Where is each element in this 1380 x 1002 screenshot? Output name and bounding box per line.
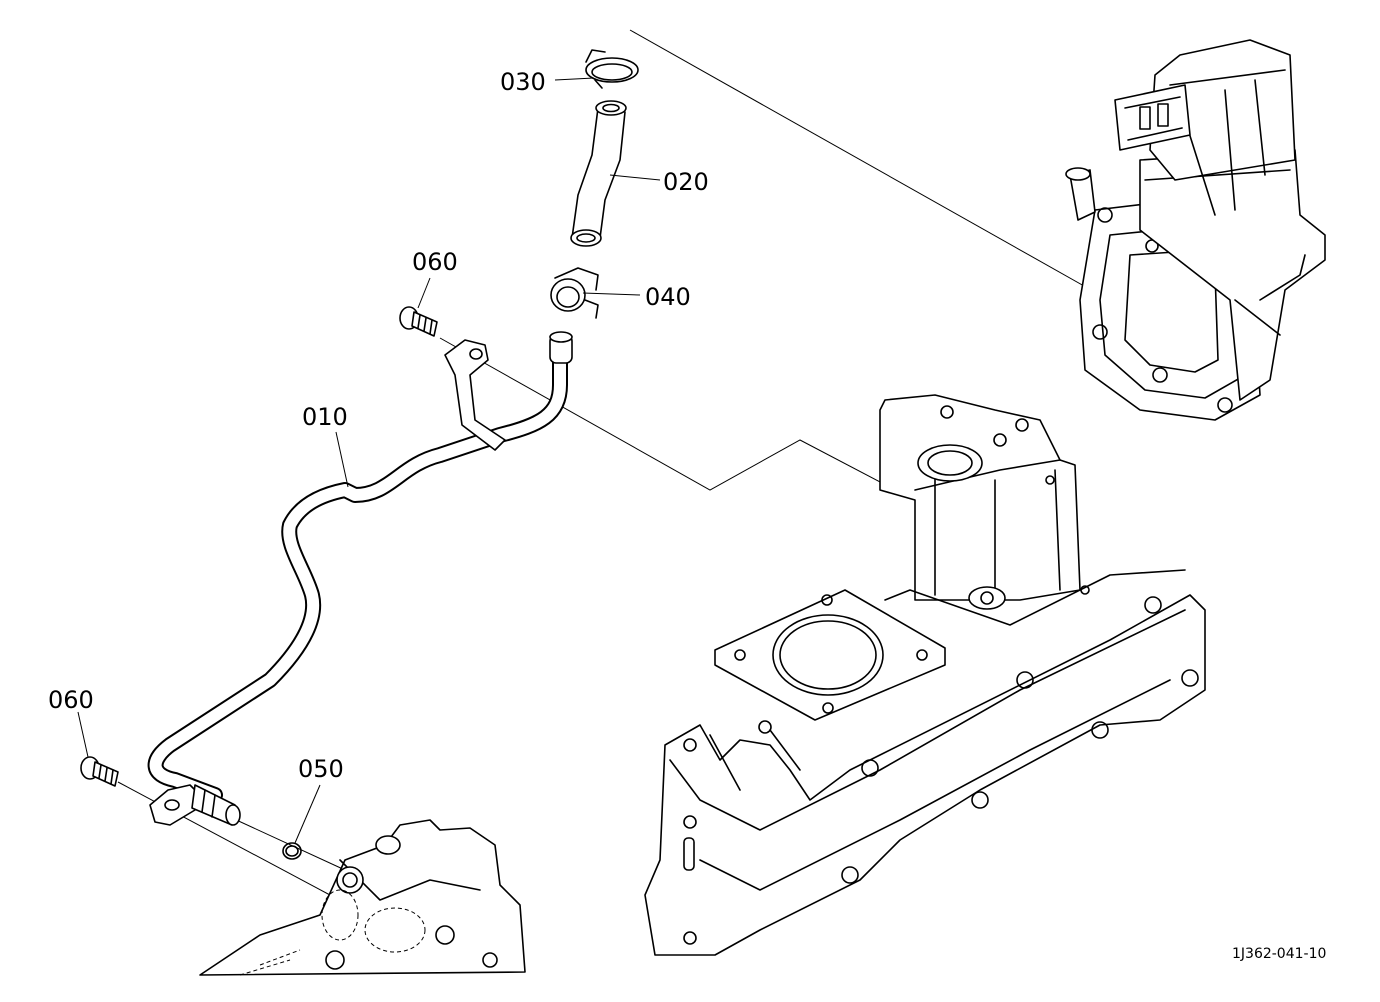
callout-060-top: 060 [412,248,458,276]
callout-030: 030 [500,68,546,96]
egr-valve [1065,39,1326,421]
hose-clamp-030 [585,49,639,89]
callout-010: 010 [302,403,348,431]
callout-050: 050 [298,755,344,783]
callout-labels: 030 020 040 060 010 060 050 1J362-041-10 [48,68,1326,962]
o-ring-050 [282,842,302,860]
hose-clamp-040 [550,267,599,319]
pipe-010 [147,331,573,826]
callout-040: 040 [645,283,691,311]
intake-manifold [644,394,1206,956]
drawing-code: 1J362-041-10 [1232,946,1326,962]
callout-020: 020 [663,168,709,196]
lower-housing [199,819,526,976]
bolt-060-top [399,306,438,337]
callout-060-bottom: 060 [48,686,94,714]
bolt-060-bottom [80,756,119,787]
callout-leaders [77,77,661,844]
hose-020 [570,100,627,247]
